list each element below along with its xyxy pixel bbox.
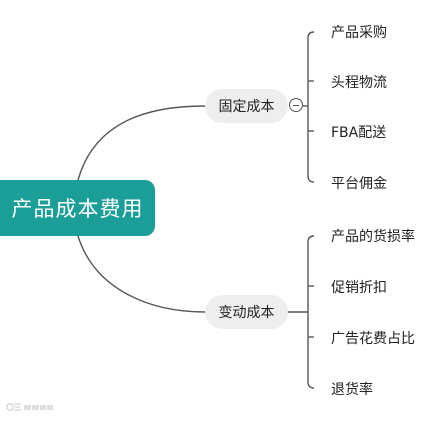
leaf-platform-commission[interactable]: 平台佣金 — [331, 176, 387, 192]
branch-label: 变动成本 — [218, 305, 275, 321]
connector-root-fixed — [77, 105, 206, 181]
watermark-text-blur — [24, 405, 53, 410]
bracket-variable — [307, 235, 315, 389]
branch-node-variable-cost[interactable]: 变动成本 — [205, 295, 288, 329]
branch-node-fixed-cost[interactable]: 固定成本 — [205, 89, 288, 123]
root-label: 产品成本费用 — [11, 197, 144, 221]
leaf-first-leg-logistics[interactable]: 头程物流 — [331, 75, 387, 91]
brand-logo-icon — [6, 403, 21, 411]
leaf-promotion-discount[interactable]: 促销折扣 — [331, 280, 387, 296]
connector-root-variable — [77, 235, 206, 313]
leaf-return-rate[interactable]: 退货率 — [331, 382, 373, 398]
leaf-damage-rate[interactable]: 产品的货损率 — [331, 229, 415, 245]
leaf-product-purchase[interactable]: 产品采购 — [331, 25, 387, 41]
leaf-fba-delivery[interactable]: FBA配送 — [331, 125, 387, 141]
collapse-toggle-icon[interactable] — [289, 98, 303, 112]
leaf-ad-spend-ratio[interactable]: 广告花费占比 — [331, 331, 415, 347]
branch-label: 固定成本 — [218, 99, 275, 115]
watermark — [6, 402, 54, 412]
bracket-fixed — [307, 31, 315, 183]
root-node[interactable]: 产品成本费用 — [0, 180, 155, 236]
